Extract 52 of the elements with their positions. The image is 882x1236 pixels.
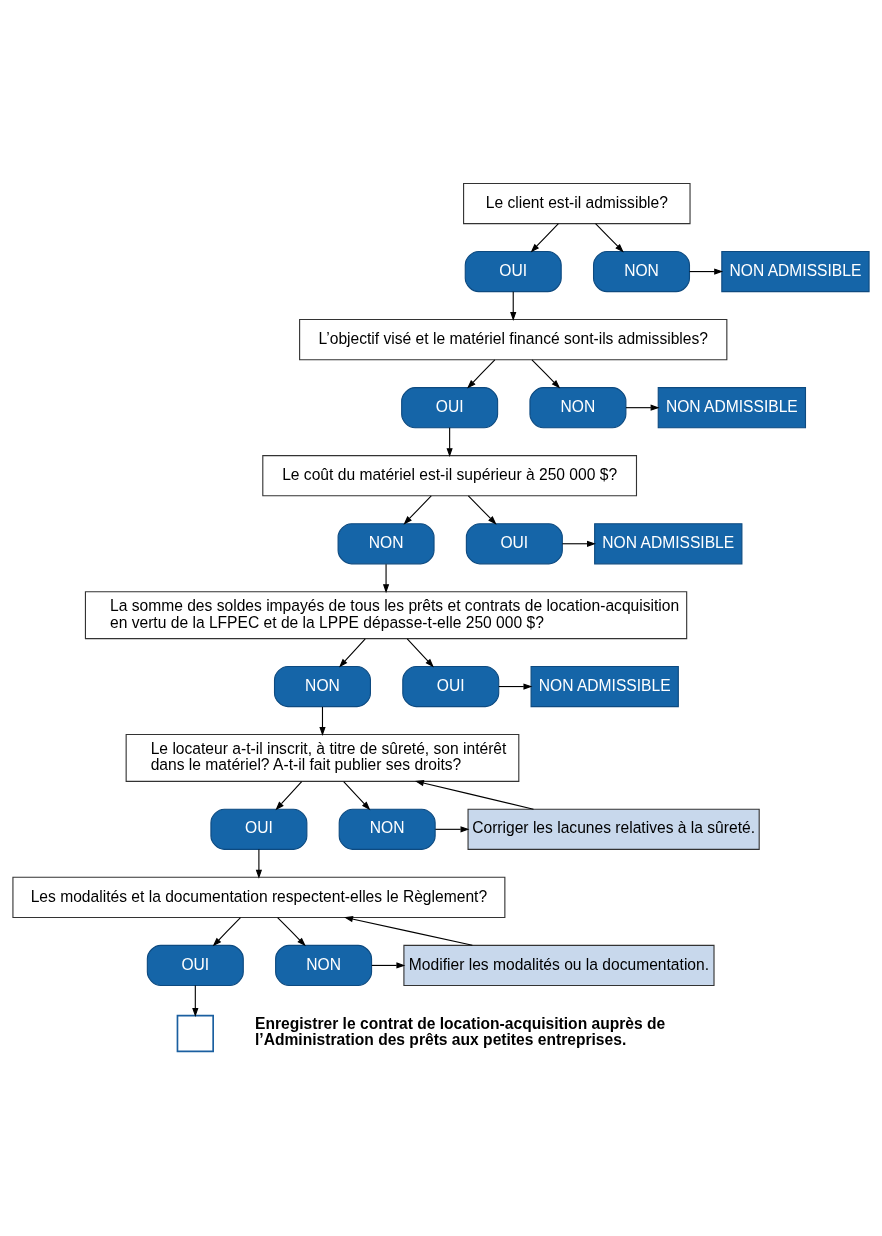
node-box: NON [275,944,373,986]
node-box: NON [338,808,436,850]
arrow [530,222,559,252]
arrow [434,825,470,832]
node-box: NON ADMISSIBLE [594,522,743,564]
arrow [344,915,473,946]
node-box: NON [273,665,371,707]
arrow [382,563,390,593]
arrow [192,984,199,1017]
node-box: OUI [464,250,562,292]
node-box: Modifier les modalités ou la documentation. [403,944,715,986]
arrow [255,848,263,879]
arrow [319,705,326,736]
arrow [343,780,371,810]
arrow [212,916,242,946]
node-box: NON ADMISSIBLE [530,665,679,707]
node-box: OUI [401,386,499,428]
node-box: OUI [402,665,500,707]
arrow [625,404,660,411]
arrow [594,222,624,252]
node-label: Enregistrer le contrat de location-acquisition auprès de l’Administration des prêts aux petites entreprises. [254,1014,666,1048]
node-box: Corriger les lacunes relatives à la sûreté. [467,808,760,850]
arrow [467,358,496,389]
node-box: Le coût du matériel est-il supérieur à 250 000 $? [262,454,638,496]
node-box: NON [593,250,691,292]
node-box: Le client est-il admissible? [463,182,691,224]
node-box: Le locateur a-t-il inscrit, à titre de sûreté, son intérêt dans le matériel? A-t-il fait publier ses droits? [125,733,520,782]
node-box: NON [529,386,627,428]
arrow [371,961,406,969]
arrow [531,358,561,389]
node-box: OUI [210,808,308,850]
arrow [275,780,303,810]
node-box: OUI [146,944,244,986]
node-box: NON ADMISSIBLE [657,386,807,428]
arrow [403,494,432,525]
arrow [510,290,517,321]
arrow [446,426,453,457]
node-box: La somme des soldes impayés de tous les prêts et contrats de location-acquisition en vertu de la LFPEC et de la LPPE dépasse-t-elle 250 000 $? [84,590,688,639]
arrow [498,682,533,690]
node-box: NON ADMISSIBLE [721,250,870,292]
arrow [277,916,306,946]
arrow [406,637,434,667]
node-box: Les modalités et la documentation respectent-elles le Règlement? [12,876,506,918]
arrow [467,494,497,525]
arrow [414,779,535,810]
arrow [689,267,724,275]
node-box: NON [337,522,435,564]
arrow [561,540,596,547]
arrow [339,637,366,667]
node-box: OUI [465,522,563,564]
node-box: L’objectif visé et le matériel financé sont-ils admissibles? [299,318,728,360]
node-box [176,1014,214,1052]
